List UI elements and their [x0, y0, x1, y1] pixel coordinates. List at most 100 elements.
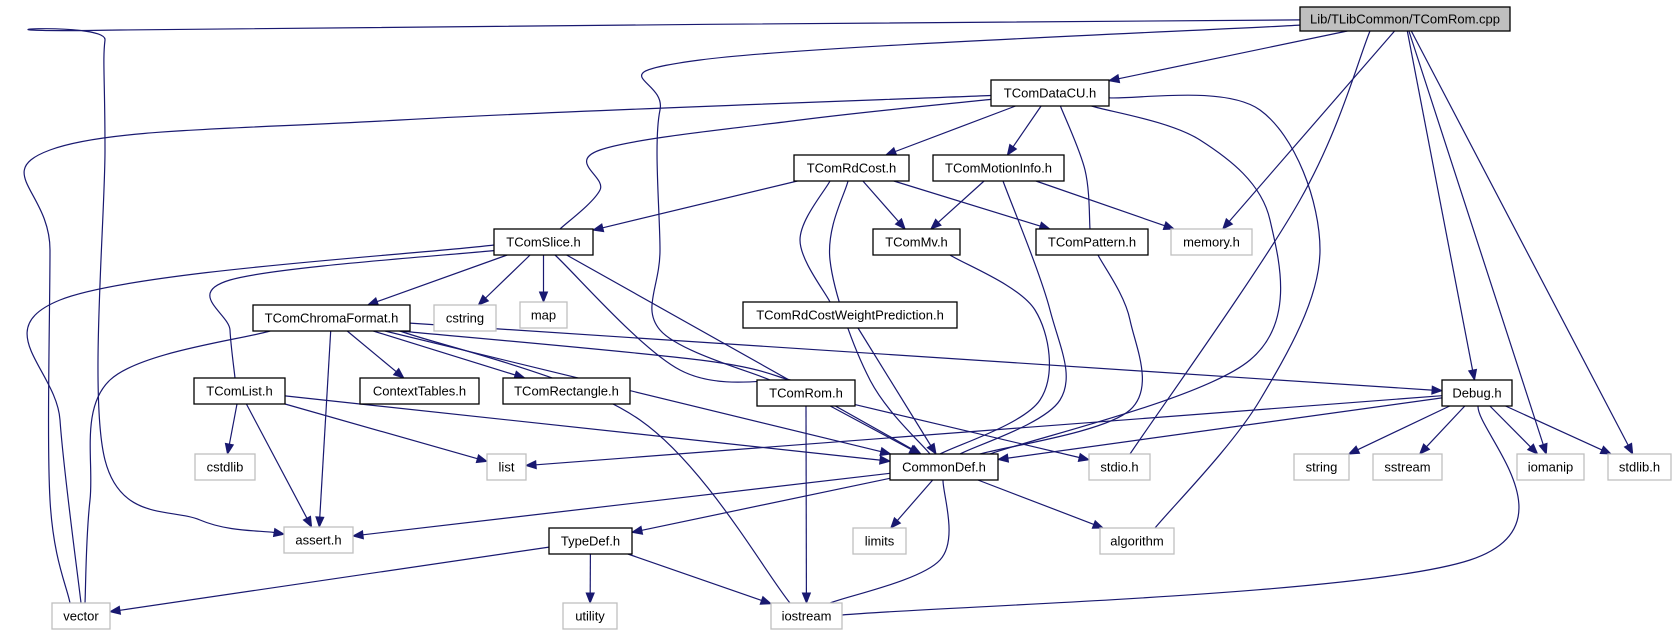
edge-line [228, 403, 238, 445]
edge-line [854, 404, 1080, 459]
edge-debug-to-list [524, 395, 1443, 470]
edge-root-to-rom [641, 24, 1301, 385]
node-rdcost[interactable]: TComRdCost.h [793, 154, 910, 182]
edge-line [319, 330, 332, 518]
node-box [548, 527, 633, 555]
edge-line [1007, 397, 1443, 459]
node-label: map [531, 308, 556, 323]
edge-line [1408, 30, 1544, 445]
node-motioninfo[interactable]: TComMotionInfo.h [932, 154, 1065, 182]
arrowhead-icon [1006, 143, 1018, 157]
node-box [502, 377, 631, 405]
edge-line [977, 479, 1095, 525]
node-box [889, 453, 999, 481]
edge-line [23, 94, 992, 612]
edge-line [627, 553, 762, 601]
node-root[interactable]: Lib/TLibCommon/TComRom.cpp [1299, 6, 1511, 32]
node-label: TComRectangle.h [514, 384, 619, 399]
node-label: TComRom.h [769, 386, 843, 401]
edge-commondef-to-assert [351, 472, 891, 540]
node-box [1516, 453, 1585, 481]
node-typedef[interactable]: TypeDef.h [548, 527, 633, 555]
edge-rdcost-to-rdcostwp [799, 176, 833, 308]
node-chroma[interactable]: TComChromaFormat.h [252, 304, 411, 332]
node-utility: utility [562, 602, 618, 630]
arrowhead-icon [1599, 445, 1613, 455]
node-slice[interactable]: TComSlice.h [493, 228, 594, 256]
edge-pattern-to-commondef [968, 249, 1143, 458]
edge-line [409, 322, 1433, 391]
arrowhead-icon [1538, 442, 1548, 456]
node-rom[interactable]: TComRom.h [756, 379, 856, 407]
node-list_h[interactable]: TComList.h [193, 377, 286, 405]
node-label: TComChromaFormat.h [265, 311, 399, 326]
node-box [1099, 527, 1175, 555]
arrowhead-icon [477, 294, 490, 306]
nodes-layer: Lib/TLibCommon/TComRom.cppTComDataCU.hTC… [51, 6, 1672, 630]
node-vector: vector [51, 602, 111, 630]
edge-line [119, 546, 550, 611]
edge-line [1489, 405, 1531, 448]
edge-root-to-iomanip [1408, 30, 1548, 456]
edge-line [27, 19, 1301, 534]
node-label: TComMv.h [885, 235, 948, 250]
edge-root-to-assert [27, 19, 1301, 538]
edge-line [566, 254, 913, 450]
node-commondef[interactable]: CommonDef.h [889, 453, 999, 481]
edge-motioninfo-to-commondef [952, 170, 1067, 459]
edge-line [1228, 30, 1396, 222]
node-box [1035, 228, 1149, 256]
node-mv[interactable]: TComMv.h [872, 228, 961, 256]
edge-line [893, 180, 1041, 227]
node-box [852, 527, 907, 555]
node-box [1372, 453, 1443, 481]
arrowhead-icon [1431, 385, 1444, 395]
node-rect[interactable]: TComRectangle.h [502, 377, 631, 405]
edge-line [829, 405, 912, 450]
edge-root-to-datacu [1107, 30, 1348, 84]
node-box [1299, 6, 1511, 32]
edge-line [799, 176, 833, 308]
node-iomanip: iomanip [1516, 453, 1585, 481]
arrowhead-icon [929, 218, 942, 230]
edge-debug-to-sstream [1418, 405, 1466, 455]
arrowhead-icon [879, 446, 892, 457]
edge-slice-to-cstring [477, 254, 531, 306]
edge-list_h-to-cstdlib [224, 403, 238, 456]
node-cstdlib: cstdlib [194, 453, 256, 481]
arrowhead-icon [801, 592, 812, 605]
node-list: list [486, 453, 527, 481]
edge-rom-to-commondef [829, 405, 921, 455]
edge-line [641, 477, 891, 531]
arrowhead-icon [475, 454, 489, 464]
node-label: assert.h [295, 533, 341, 548]
edge-typedef-to-iostream [627, 553, 773, 605]
edge-line [346, 330, 397, 373]
node-stdlib: stdlib.h [1607, 453, 1672, 481]
node-rdcostwp[interactable]: TComRdCostWeightPrediction.h [742, 301, 958, 329]
edge-debug-to-string [1347, 405, 1450, 455]
arrowhead-icon [302, 515, 313, 529]
node-box [193, 377, 286, 405]
node-debug[interactable]: Debug.h [1441, 379, 1513, 407]
arrowhead-icon [879, 455, 892, 465]
node-cstring: cstring [433, 304, 497, 332]
edge-line [362, 472, 891, 536]
edge-line [556, 98, 992, 233]
node-datacu[interactable]: TComDataCU.h [990, 79, 1110, 107]
edge-chroma-to-rom [377, 328, 798, 383]
arrowhead-icon [759, 595, 773, 605]
edge-list_h-to-commondef [284, 395, 892, 465]
arrowhead-icon [926, 442, 937, 456]
edge-chroma-to-ctxtables [346, 330, 405, 379]
arrowhead-icon [591, 223, 605, 233]
edge-line [284, 395, 881, 461]
edge-line [1118, 30, 1348, 80]
node-memory: memory.h [1170, 228, 1253, 256]
node-pattern[interactable]: TComPattern.h [1035, 228, 1149, 256]
node-box [486, 453, 527, 481]
arrowhead-icon [351, 530, 364, 540]
node-ctxtables[interactable]: ContextTables.h [359, 377, 480, 405]
arrowhead-icon [1107, 73, 1121, 84]
edge-datacu-to-algorithm [1108, 94, 1321, 538]
